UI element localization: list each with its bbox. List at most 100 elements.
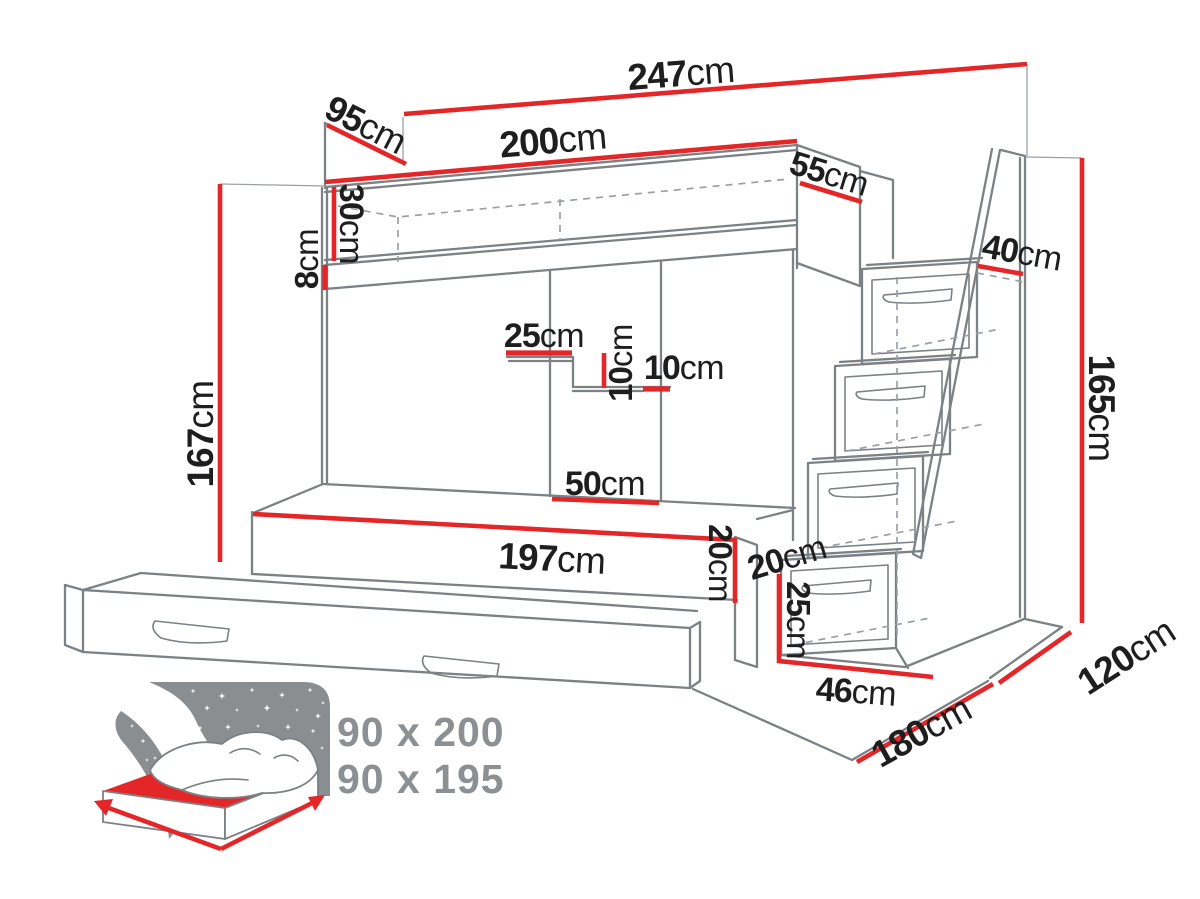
bracket-167-top	[219, 183, 328, 187]
right-wall	[999, 148, 1027, 621]
dimension-brackets	[219, 64, 1083, 187]
blanket-fold-1	[229, 747, 261, 755]
trundle-handle-2	[421, 655, 500, 679]
star-icon	[310, 728, 316, 734]
mattress-size-upper: 90 x 200	[337, 709, 505, 755]
star-icon	[204, 705, 210, 711]
step-2	[806, 450, 930, 560]
floor-length-edge	[850, 679, 990, 762]
star-icon	[295, 708, 299, 712]
step-3-drawer	[844, 370, 943, 452]
upper-rail-bottom-edge	[323, 247, 799, 291]
upper-box-bottom-edge	[323, 218, 799, 267]
star-icon	[140, 738, 146, 744]
floor-front-edge	[691, 687, 854, 762]
dashed-step-1	[792, 617, 931, 646]
upper-side-panel-55	[795, 143, 862, 288]
dimension-label-height-left: 167cm	[180, 380, 221, 487]
dim-line-25-46-stairs	[776, 574, 934, 680]
upper-front-top-edge	[323, 143, 799, 194]
blanket-edge	[181, 778, 249, 791]
dim-line-200	[324, 138, 798, 185]
dim-line-95	[325, 122, 408, 167]
star-icon	[178, 709, 182, 713]
blanket-fold-2	[273, 754, 299, 762]
trundle-handle-1	[152, 620, 230, 644]
step-1-drawer	[790, 564, 889, 646]
star-icon	[145, 758, 149, 762]
star-icon	[249, 687, 255, 693]
star-icon	[256, 724, 260, 728]
step-4	[860, 256, 984, 366]
dimension-label-shelf-offset: 50cm	[565, 465, 645, 503]
star-icon	[235, 708, 239, 712]
wall-bottom-edge	[1023, 617, 1064, 629]
trundle-front-top	[81, 588, 692, 630]
star-icon	[307, 687, 313, 693]
step-4-drawer	[871, 273, 970, 355]
dimension-label-side-panel: 55cm	[785, 144, 873, 204]
dashed-under-40	[976, 272, 1025, 283]
step-2-drawer	[817, 467, 916, 549]
dim-line-55	[799, 180, 863, 205]
dim-line-197	[252, 511, 738, 543]
floor-outline	[691, 617, 1064, 762]
mattress-size-labels: 90 x 200 90 x 195	[337, 709, 505, 802]
middle-bed-front-bottom	[251, 572, 739, 602]
dimension-label-rail-height: 30cm	[332, 184, 370, 264]
star-icon	[165, 691, 171, 697]
handrail	[911, 147, 1002, 560]
step-4-handle	[882, 288, 953, 304]
star-icon	[130, 724, 134, 728]
dimension-label-total-width: 247cm	[626, 48, 736, 97]
trundle-right-end	[688, 620, 702, 690]
upper-bunk-outline	[320, 121, 895, 509]
upper-left-post	[320, 186, 329, 485]
bracket-165-top	[1025, 156, 1083, 159]
dim-line-50	[551, 496, 660, 506]
shelf-upper-board	[505, 355, 575, 363]
size-arrows	[94, 795, 325, 852]
step-3-handle	[855, 385, 926, 401]
arrow-head-left	[94, 799, 113, 816]
middle-bed-back-edge	[321, 482, 797, 510]
blanket	[149, 731, 319, 799]
stairs-bottom-back-edge	[903, 617, 1026, 669]
star-icon	[218, 692, 226, 700]
step-1-handle	[801, 579, 872, 595]
star-icon	[315, 713, 321, 719]
dimension-label-top-bed-depth: 95cm	[319, 86, 413, 161]
dimension-label-bottom-step-height: 25cm	[781, 581, 818, 659]
dimension-label-height-right: 165cm	[1082, 354, 1123, 461]
star-icon	[320, 746, 324, 750]
dimension-lines	[217, 61, 1085, 764]
stairs-bottom-edge	[779, 646, 910, 670]
dim-line-40	[977, 263, 1024, 277]
middle-bed-left-top-diagonal	[251, 482, 325, 515]
trundle-outline	[63, 571, 702, 690]
dimension-label-frame-thickness: 8cm	[288, 229, 325, 289]
star-icon	[190, 688, 196, 694]
dimension-label-middle-bed-length: 197cm	[497, 535, 606, 582]
trundle-top-rim	[81, 571, 699, 613]
star-icon	[263, 704, 271, 712]
dashed-step-4	[873, 328, 1001, 355]
dashed-step-2	[819, 520, 958, 549]
floor-depth-edge	[988, 625, 1064, 680]
dim-line-180	[855, 682, 995, 764]
star-icon	[279, 692, 285, 698]
middle-bed-outline	[250, 482, 797, 669]
arrow-head-right	[308, 795, 325, 811]
trundle-left-end	[63, 583, 85, 654]
middle-bed-right-rail	[755, 508, 795, 542]
dimension-label-middle-bed-height: 20cm	[703, 524, 740, 602]
star-icon	[153, 756, 157, 760]
hidden-edge-dashes	[337, 178, 1025, 646]
dimension-label-floor-depth: 120cm	[1070, 610, 1182, 703]
upper-back-panel	[858, 169, 895, 260]
dimension-label-top-bed-length: 200cm	[498, 115, 608, 165]
star-icon	[321, 701, 325, 705]
star-icon	[285, 724, 291, 730]
